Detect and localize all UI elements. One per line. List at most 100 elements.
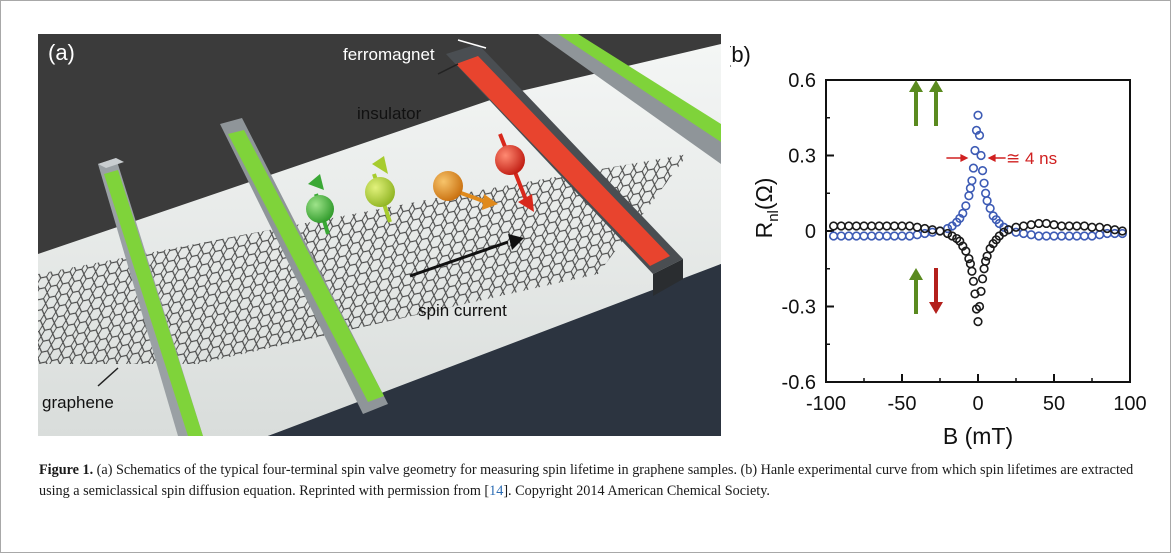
caption-text-end: ]. Copyright 2014 American Chemical Soci… bbox=[503, 483, 770, 499]
point-parallel bbox=[967, 176, 977, 186]
point-antiparallel bbox=[935, 226, 945, 236]
antiparallel-spin-arrow-head bbox=[929, 302, 943, 314]
point-antiparallel bbox=[974, 301, 985, 312]
point-parallel bbox=[973, 110, 983, 120]
spin-4 bbox=[495, 133, 534, 212]
point-antiparallel bbox=[981, 256, 991, 266]
point-antiparallel bbox=[1019, 221, 1029, 231]
point-parallel bbox=[1026, 230, 1036, 240]
point-antiparallel bbox=[1049, 220, 1059, 230]
point-antiparallel bbox=[973, 317, 983, 327]
point-antiparallel bbox=[967, 266, 977, 276]
annotation-arrowhead-right bbox=[987, 154, 996, 162]
spin-current-arrow bbox=[409, 234, 524, 278]
x-tick-label: 50 bbox=[1043, 393, 1065, 415]
point-antiparallel bbox=[961, 246, 971, 256]
point-antiparallel bbox=[836, 221, 846, 231]
y-axis-label-unit: (Ω) bbox=[751, 178, 777, 211]
point-antiparallel bbox=[999, 227, 1009, 237]
point-parallel bbox=[970, 145, 980, 156]
ferromagnet-electrode bbox=[446, 44, 683, 296]
point-antiparallel bbox=[979, 264, 989, 274]
point-parallel bbox=[889, 231, 899, 241]
figure-caption: Figure 1. (a) Schematics of the typical … bbox=[39, 460, 1139, 502]
point-antiparallel bbox=[1095, 222, 1105, 232]
spin-valve-illustration: (a) ferromagnet insulator spin current g… bbox=[38, 34, 721, 436]
point-parallel bbox=[964, 191, 974, 201]
point-parallel bbox=[867, 231, 877, 241]
ferromagnet-pointer bbox=[457, 39, 487, 49]
caption-text: (a) Schematics of the typical four-termi… bbox=[39, 462, 1134, 499]
point-antiparallel bbox=[1011, 222, 1021, 232]
point-parallel bbox=[999, 222, 1009, 232]
point-antiparallel bbox=[828, 221, 839, 231]
point-antiparallel bbox=[965, 259, 975, 269]
spin-config-arrows bbox=[909, 80, 943, 314]
y-tick-label: -0.6 bbox=[782, 372, 816, 394]
panel-b-label: (b) bbox=[730, 42, 751, 67]
point-parallel bbox=[844, 231, 854, 241]
y-axis-label-main: R bbox=[751, 222, 777, 239]
point-parallel bbox=[1019, 228, 1029, 239]
y-tick-label: 0 bbox=[805, 221, 816, 243]
annotation-arrowhead-left bbox=[960, 154, 969, 162]
citation-link[interactable]: 14 bbox=[489, 483, 504, 499]
y-axis-label: Rnl(Ω) bbox=[751, 178, 782, 239]
point-parallel bbox=[958, 208, 968, 218]
point-parallel bbox=[981, 188, 991, 198]
point-parallel bbox=[985, 203, 995, 213]
y-tick-label: -0.3 bbox=[782, 297, 816, 319]
point-antiparallel bbox=[1117, 226, 1128, 236]
spin-1 bbox=[306, 174, 334, 235]
point-antiparallel bbox=[1087, 222, 1097, 232]
figure-label: Figure 1. bbox=[39, 462, 94, 478]
point-parallel bbox=[1095, 230, 1105, 240]
x-tick-label: -100 bbox=[806, 393, 846, 415]
point-parallel bbox=[859, 231, 869, 241]
point-antiparallel bbox=[1041, 218, 1052, 229]
point-parallel bbox=[1041, 231, 1052, 241]
point-antiparallel bbox=[1034, 218, 1044, 229]
point-antiparallel bbox=[1102, 223, 1112, 234]
x-axis-label: B (mT) bbox=[943, 423, 1013, 449]
panel-a-label: (a) bbox=[48, 40, 75, 65]
point-parallel bbox=[1072, 231, 1082, 241]
point-antiparallel bbox=[874, 221, 884, 231]
point-antiparallel bbox=[1064, 221, 1074, 231]
point-parallel bbox=[1034, 231, 1044, 241]
point-antiparallel bbox=[867, 221, 877, 231]
point-parallel bbox=[882, 231, 892, 241]
x-tick-label: 0 bbox=[972, 393, 983, 415]
point-parallel bbox=[1079, 231, 1090, 241]
y-tick-label: 0.3 bbox=[788, 146, 816, 168]
point-parallel bbox=[976, 150, 986, 161]
ferromagnet-label: ferromagnet bbox=[343, 45, 435, 64]
point-antiparallel bbox=[947, 231, 957, 241]
point-antiparallel bbox=[912, 222, 922, 232]
graphene-pointer bbox=[97, 367, 119, 387]
point-parallel bbox=[1087, 231, 1097, 241]
chart-ticks: -100 -50 0 50 100 -0.6 -0.3 0 0.3 0.6 bbox=[782, 70, 1147, 415]
point-parallel bbox=[977, 166, 988, 176]
antiparallel-spin-arrow-head bbox=[909, 268, 923, 280]
electrode-right bbox=[538, 34, 721, 164]
point-antiparallel bbox=[905, 221, 915, 231]
point-antiparallel bbox=[968, 276, 979, 286]
point-antiparallel bbox=[889, 221, 899, 231]
x-tick-label: 100 bbox=[1113, 393, 1146, 415]
insulator-pointer bbox=[437, 63, 459, 75]
parallel-spin-arrow-head bbox=[929, 80, 943, 92]
point-parallel bbox=[836, 231, 846, 241]
point-antiparallel bbox=[897, 221, 907, 231]
y-tick-label: 0.6 bbox=[788, 70, 816, 92]
point-parallel bbox=[968, 163, 979, 173]
x-tick-label: -50 bbox=[888, 393, 917, 415]
electrode-left bbox=[98, 158, 203, 436]
point-antiparallel bbox=[977, 274, 988, 284]
point-parallel bbox=[965, 183, 975, 193]
point-antiparallel bbox=[943, 228, 953, 239]
panel-a-schematic: (a) ferromagnet insulator spin current g… bbox=[38, 34, 721, 436]
point-parallel bbox=[979, 178, 989, 188]
